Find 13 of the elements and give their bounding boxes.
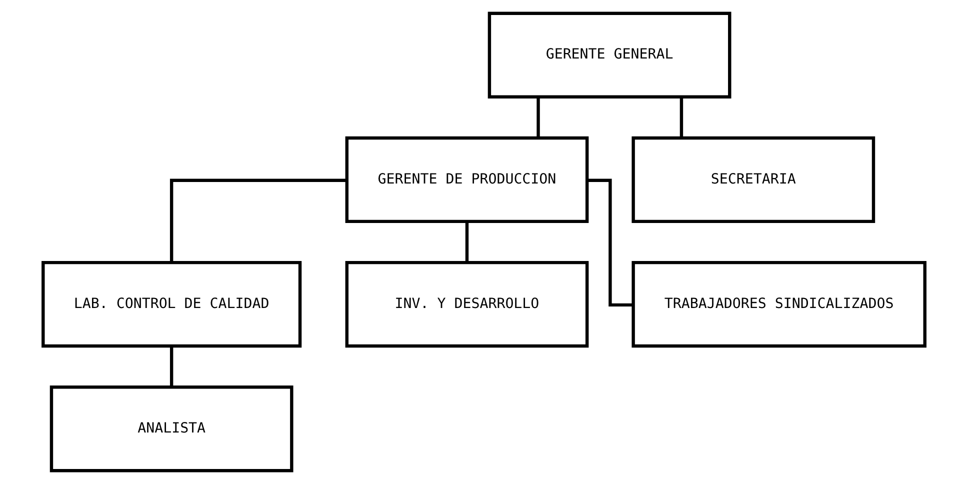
connector (536, 96, 540, 138)
connector (169, 346, 173, 387)
node-box: SECRETARIA (631, 136, 875, 224)
node-box: INV. Y DESARROLLO (344, 260, 588, 348)
node-box: ANALISTA (49, 386, 293, 472)
connector (464, 222, 468, 262)
node-box: GERENTE DE PRODUCCION (344, 136, 588, 224)
node-box: GERENTE GENERAL (487, 12, 731, 98)
connector (586, 178, 632, 307)
node-box: TRABAJADORES SINDICALIZADOS (631, 260, 926, 348)
connector (679, 96, 683, 138)
connector (169, 178, 346, 262)
node-box: LAB. CONTROL DE CALIDAD (41, 260, 302, 348)
